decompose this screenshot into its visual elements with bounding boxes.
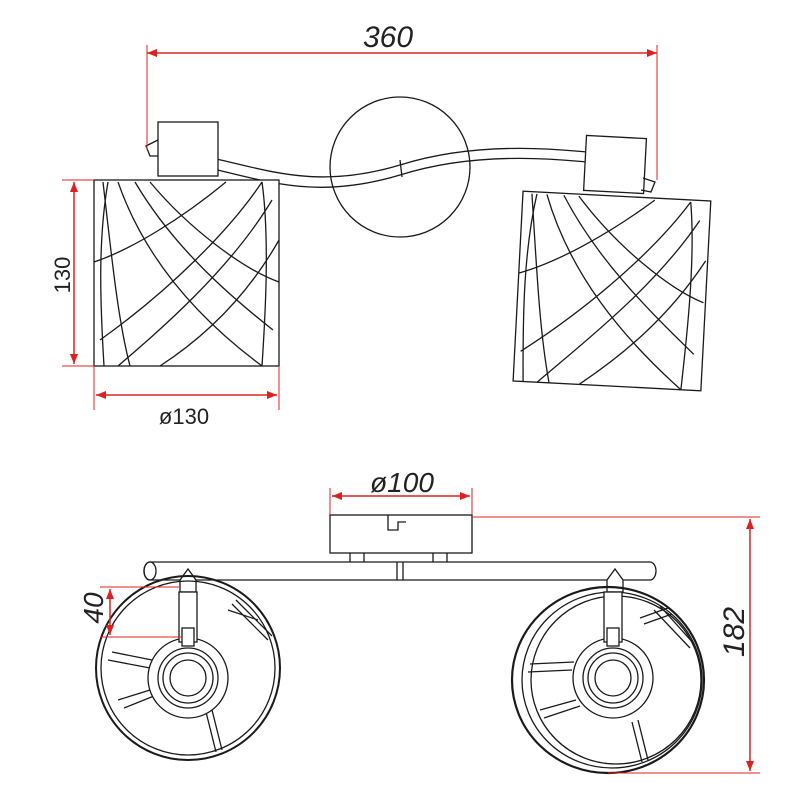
dimension-base-diameter: ø100 xyxy=(329,467,473,515)
dimension-shade-height: 130 xyxy=(50,179,94,367)
horizontal-bar xyxy=(143,561,657,581)
left-shade xyxy=(93,179,280,367)
left-spotlight xyxy=(95,567,281,761)
dimension-label-total-depth: 182 xyxy=(718,607,751,657)
dimension-top-width: 360 xyxy=(146,21,658,180)
dimension-label-shade-height: 130 xyxy=(50,257,75,294)
dimension-label-base-diameter: ø100 xyxy=(370,467,434,498)
right-shade xyxy=(512,190,712,392)
dimension-shade-diameter: ø130 xyxy=(93,366,280,429)
dimension-label-top-width: 360 xyxy=(363,21,413,54)
dimension-total-depth: 182 xyxy=(472,516,760,774)
right-socket-block xyxy=(582,134,648,195)
left-socket-block xyxy=(157,121,219,177)
top-view xyxy=(93,96,712,392)
base-plate xyxy=(329,514,473,554)
right-spotlight xyxy=(510,567,706,775)
wall-base-circle xyxy=(329,96,471,238)
dimension-label-shade-diameter: ø130 xyxy=(159,404,209,429)
dimension-label-arm-offset: 40 xyxy=(78,592,109,624)
dimension-arm-offset: 40 xyxy=(78,586,182,638)
front-view xyxy=(95,514,706,775)
